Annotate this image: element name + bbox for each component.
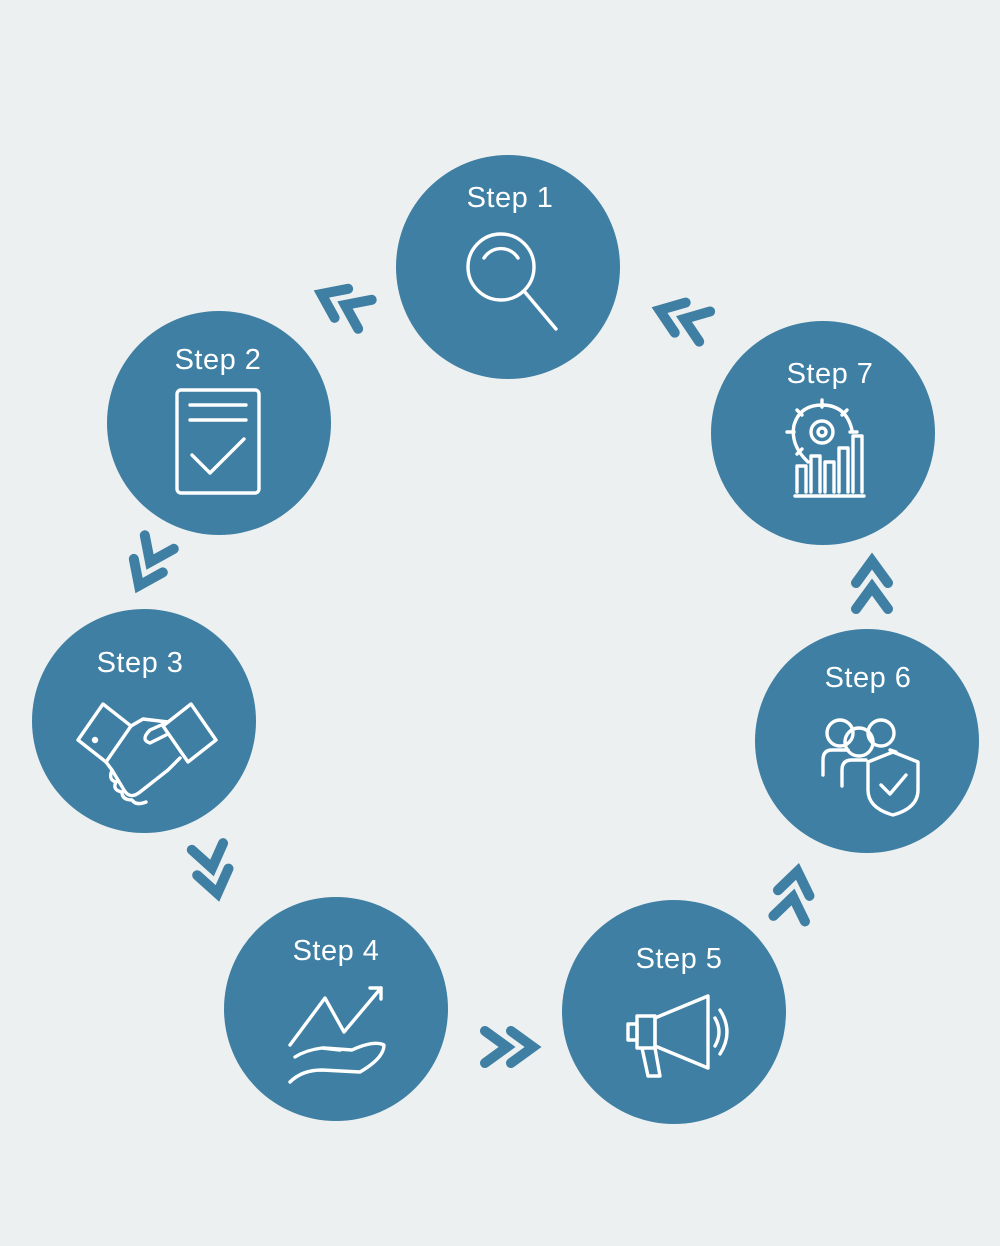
step-label: Step 1 (467, 182, 554, 214)
team-shield-icon (821, 718, 920, 817)
step-label: Step 2 (175, 344, 262, 376)
arrow-step7-to-step1 (651, 297, 716, 347)
step-node-2: Step 2 (107, 311, 331, 535)
arrow-step3-to-step4 (186, 838, 234, 902)
magnifier-icon (466, 232, 558, 331)
handshake-icon (76, 702, 218, 806)
arrow-step2-to-step3 (128, 530, 179, 594)
checklist-document-icon (175, 388, 261, 495)
arrow-step1-to-step2 (313, 283, 377, 334)
step-node-3: Step 3 (32, 609, 256, 833)
step-label: Step 5 (636, 943, 723, 975)
step-label: Step 7 (787, 358, 874, 390)
arrow-step5-to-step6 (768, 863, 815, 927)
step-node-6: Step 6 (755, 629, 979, 853)
step-node-7: Step 7 (711, 321, 935, 545)
step-label: Step 3 (97, 647, 184, 679)
step-label: Step 4 (293, 935, 380, 967)
growth-hand-icon (288, 986, 386, 1084)
step-label: Step 6 (825, 662, 912, 694)
step-node-5: Step 5 (562, 900, 786, 1124)
arrow-step4-to-step5 (480, 1026, 542, 1068)
gear-chart-icon (785, 398, 866, 498)
arrow-step6-to-step7 (851, 552, 893, 614)
megaphone-icon (626, 994, 729, 1078)
step-node-1: Step 1 (396, 155, 620, 379)
step-node-4: Step 4 (224, 897, 448, 1121)
